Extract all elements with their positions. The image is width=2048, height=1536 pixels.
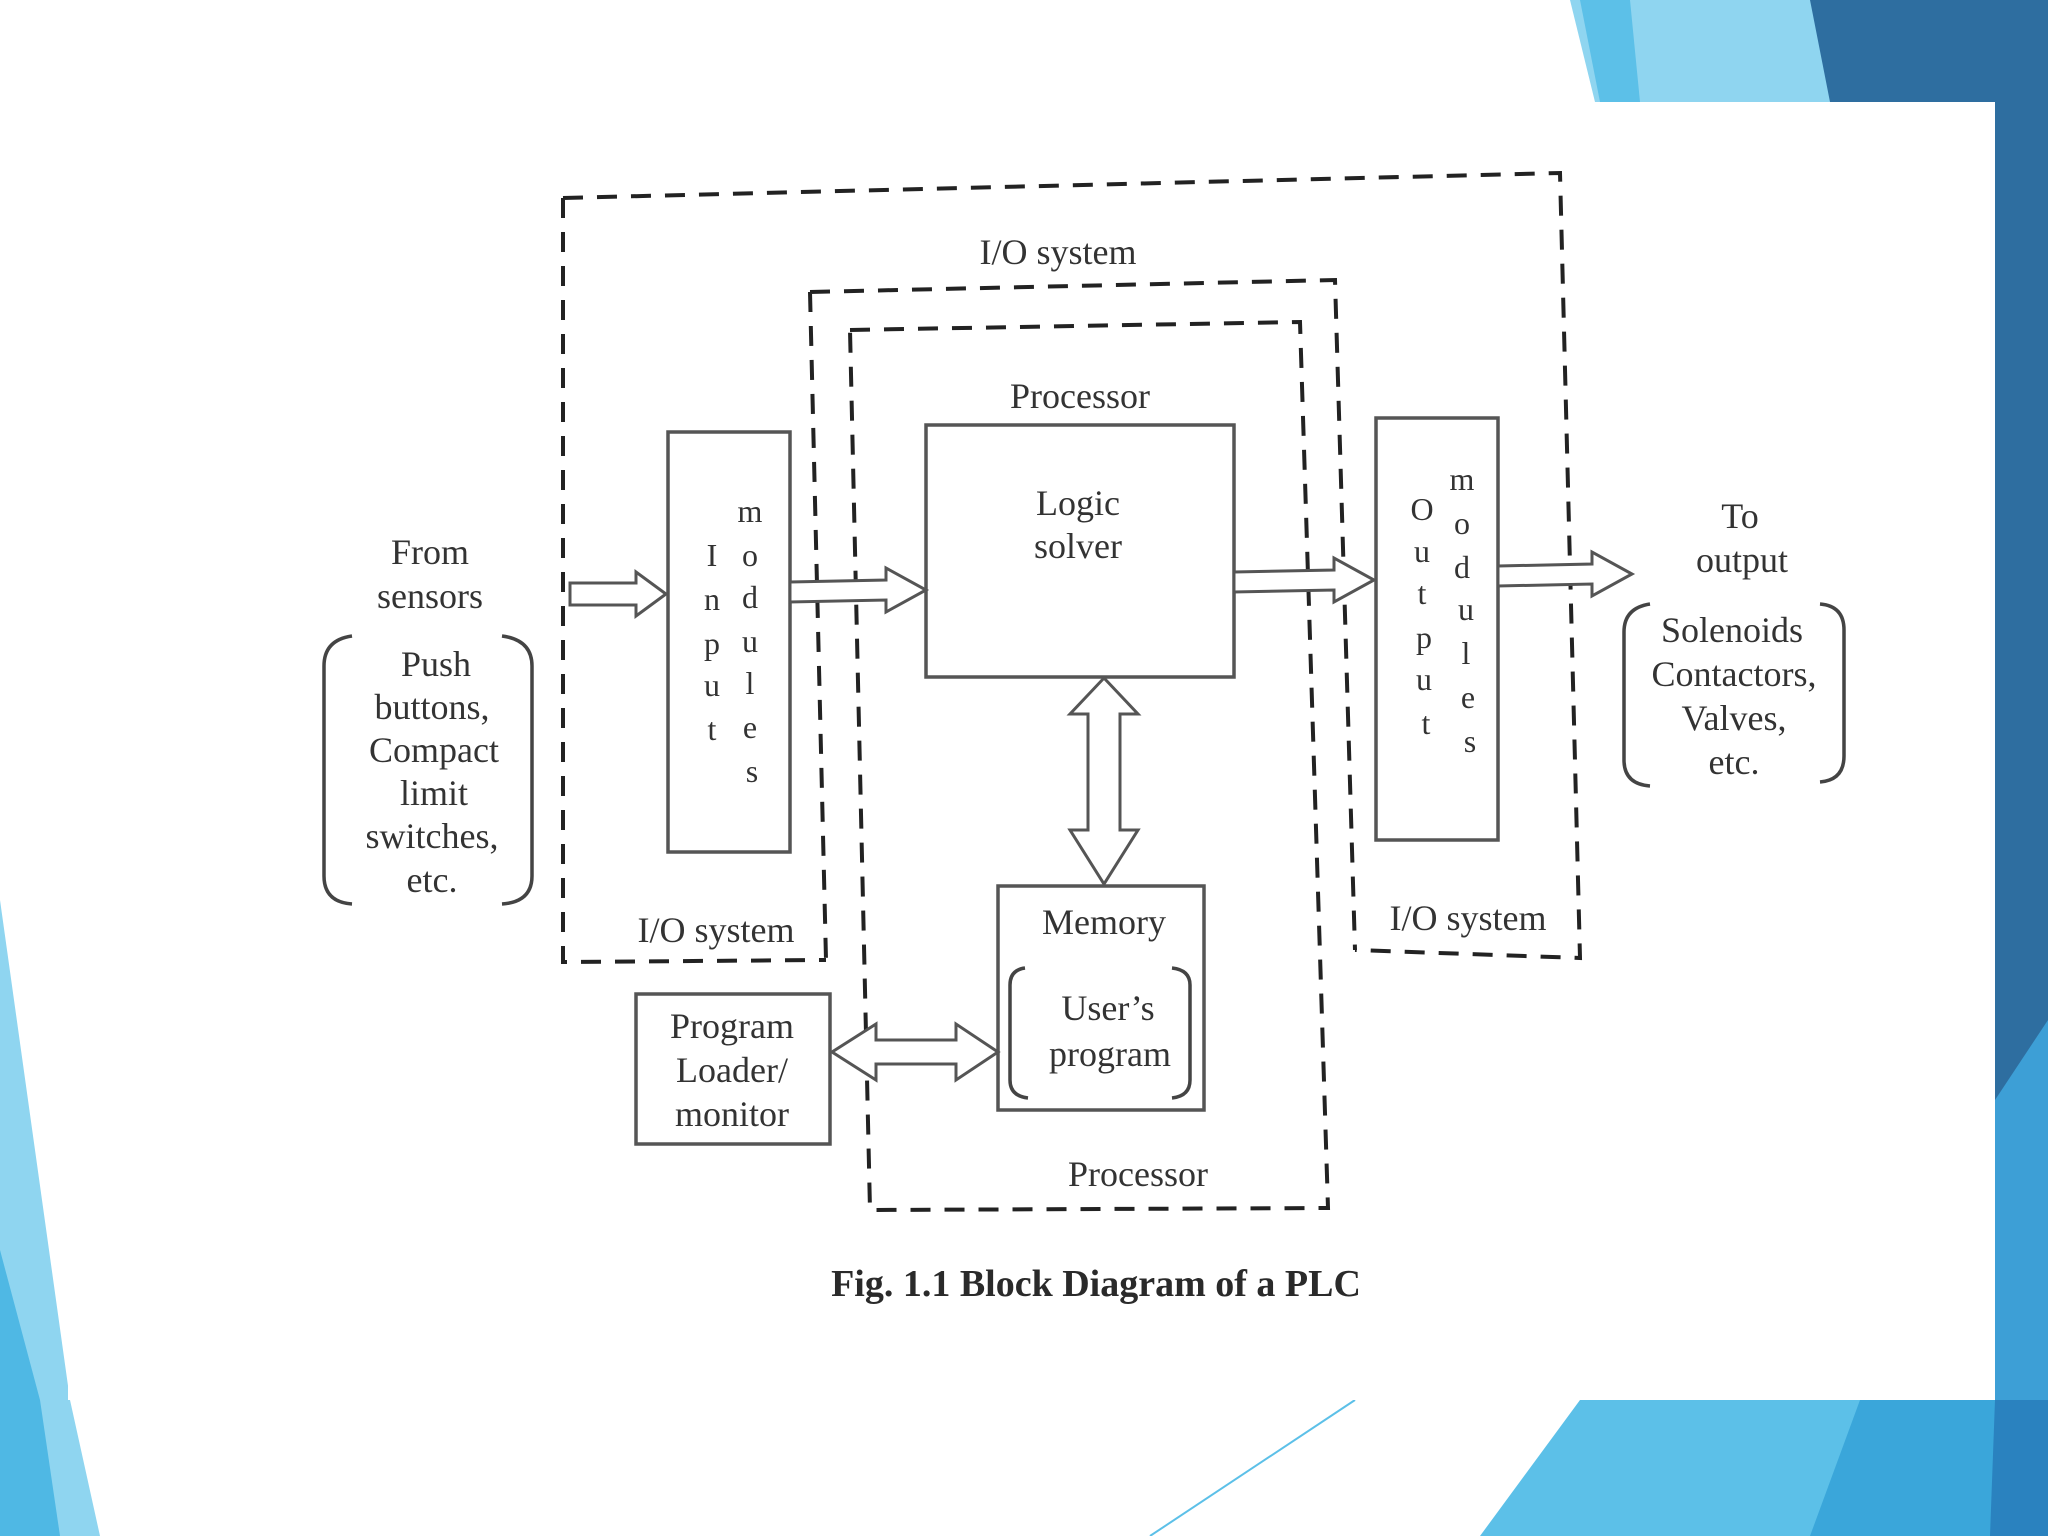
program-loader-line-3: monitor bbox=[675, 1094, 789, 1134]
output-col-1-1: u bbox=[1414, 533, 1430, 569]
logic-memory-bidirectional-arrow bbox=[1066, 675, 1142, 887]
input-modules-label: I n p u t m o d u l e s bbox=[704, 493, 763, 789]
output-col-1-5: t bbox=[1422, 705, 1431, 741]
logic-solver-line-1: Logic bbox=[1036, 483, 1120, 523]
output-col-2-0: m bbox=[1450, 461, 1475, 497]
decor-shard-bottom-2 bbox=[1810, 1400, 2048, 1536]
outputs-right-bracket bbox=[1819, 602, 1846, 784]
outputs-list-line-1: Solenoids bbox=[1661, 610, 1803, 650]
input-col-1-1: n bbox=[704, 581, 720, 617]
from-sensors-line-2: sensors bbox=[377, 576, 483, 616]
outputs-left-bracket bbox=[1622, 602, 1651, 788]
output-col-2-4: l bbox=[1462, 635, 1471, 671]
program-loader-box bbox=[634, 992, 832, 1146]
outputs-list-line-4: etc. bbox=[1709, 742, 1760, 782]
input-to-logic-arrow bbox=[788, 565, 930, 615]
content-panel bbox=[68, 102, 1995, 1400]
sensors-list-line-3: Compact bbox=[369, 730, 499, 770]
memory-box bbox=[996, 884, 1206, 1112]
input-col-1-3: u bbox=[704, 667, 720, 703]
output-col-2-3: u bbox=[1458, 591, 1474, 627]
decor-shard-bottom-3 bbox=[1990, 1400, 2048, 1536]
sensors-list-line-5: switches, bbox=[366, 816, 499, 856]
output-col-2-1: o bbox=[1454, 505, 1470, 541]
users-program-line-1: User’s bbox=[1061, 988, 1154, 1028]
input-col-2-3: u bbox=[742, 623, 758, 659]
output-modules-label: O u t p u t m o d u l e s bbox=[1410, 461, 1476, 759]
io-system-outer-boundary bbox=[561, 170, 1583, 965]
input-col-1-2: p bbox=[704, 625, 720, 661]
program-loader-line-2: Loader/ bbox=[676, 1050, 788, 1090]
input-col-1-4: t bbox=[708, 711, 717, 747]
output-col-2-2: d bbox=[1454, 549, 1470, 585]
sensors-list-line-6: etc. bbox=[407, 860, 458, 900]
sensors-to-input-arrow bbox=[568, 569, 669, 619]
to-output-line-2: output bbox=[1696, 540, 1788, 580]
users-program-left-bracket bbox=[1008, 966, 1029, 1100]
io-system-top-label: I/O system bbox=[980, 232, 1137, 272]
decor-shard-top-mid bbox=[1580, 0, 1640, 102]
output-col-1-4: u bbox=[1416, 661, 1432, 697]
input-col-2-0: m bbox=[738, 493, 763, 529]
logic-solver-line-2: solver bbox=[1034, 526, 1122, 566]
sensors-list-line-4: limit bbox=[400, 773, 468, 813]
input-modules-box bbox=[666, 430, 792, 854]
sensors-list-line-2: buttons, bbox=[374, 687, 489, 727]
processor-top-label: Processor bbox=[1010, 376, 1150, 416]
to-output-line-1: To bbox=[1721, 496, 1758, 536]
decor-shard-left-mid bbox=[0, 1250, 60, 1536]
output-to-devices-arrow bbox=[1496, 549, 1636, 599]
sensors-right-bracket bbox=[501, 634, 534, 906]
memory-label: Memory bbox=[1042, 902, 1166, 942]
io-system-left-label: I/O system bbox=[638, 910, 795, 950]
program-loader-line-1: Program bbox=[670, 1006, 794, 1046]
from-sensors-line-1: From bbox=[391, 532, 469, 572]
io-system-right-label: I/O system bbox=[1390, 898, 1547, 938]
figure-caption: Fig. 1.1 Block Diagram of a PLC bbox=[831, 1263, 1361, 1305]
decor-thin-line bbox=[1149, 1399, 1356, 1536]
output-modules-box bbox=[1374, 416, 1500, 842]
input-col-2-5: e bbox=[743, 709, 757, 745]
sensors-left-bracket bbox=[322, 634, 353, 906]
input-col-2-4: l bbox=[746, 665, 755, 701]
input-col-2-2: d bbox=[742, 579, 758, 615]
users-program-right-bracket bbox=[1171, 966, 1192, 1100]
processor-boundary bbox=[848, 319, 1331, 1213]
logic-solver-box bbox=[924, 423, 1236, 679]
io-system-left-boundary bbox=[808, 277, 1357, 961]
output-col-1-2: t bbox=[1418, 575, 1427, 611]
input-col-2-1: o bbox=[742, 537, 758, 573]
output-col-2-6: s bbox=[1464, 723, 1476, 759]
output-col-1-3: p bbox=[1416, 619, 1432, 655]
input-col-2-6: s bbox=[746, 753, 758, 789]
input-col-1-0: I bbox=[707, 537, 718, 573]
output-col-1-0: O bbox=[1410, 491, 1433, 527]
outputs-list-line-2: Contactors, bbox=[1652, 654, 1817, 694]
outputs-list-line-3: Valves, bbox=[1682, 698, 1787, 738]
sensors-list-line-1: Push bbox=[401, 644, 471, 684]
logic-to-output-arrow bbox=[1232, 555, 1378, 605]
output-col-2-5: e bbox=[1461, 679, 1475, 715]
loader-memory-bidirectional-arrow bbox=[829, 1021, 1001, 1083]
processor-bottom-label: Processor bbox=[1068, 1154, 1208, 1194]
users-program-line-2: program bbox=[1049, 1034, 1171, 1074]
